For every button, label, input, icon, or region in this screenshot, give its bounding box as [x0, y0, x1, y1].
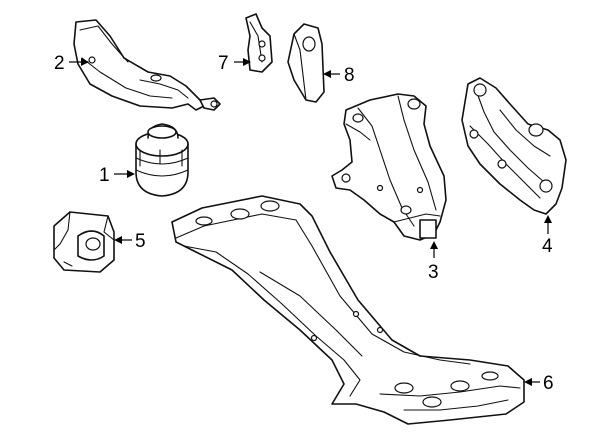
- callout-7: 7: [218, 53, 229, 74]
- part-4-bracket: [461, 77, 567, 215]
- callout-4: 4: [542, 236, 553, 257]
- part-1-engine-mount: [135, 123, 189, 197]
- part-2-bracket: [73, 19, 221, 111]
- callout-8: 8: [344, 65, 355, 86]
- part-6-crossmember: [171, 195, 525, 425]
- part-7-plate: [245, 13, 273, 73]
- callout-6: 6: [543, 373, 554, 394]
- callout-5: 5: [135, 231, 146, 252]
- part-5-bushing: [53, 211, 115, 273]
- part-3-mount-bracket: [331, 93, 447, 241]
- callout-1: 1: [99, 165, 110, 186]
- part-8-wedge: [287, 23, 325, 103]
- callout-3: 3: [428, 262, 439, 283]
- leader-lines: [69, 58, 552, 386]
- callout-2: 2: [54, 53, 65, 74]
